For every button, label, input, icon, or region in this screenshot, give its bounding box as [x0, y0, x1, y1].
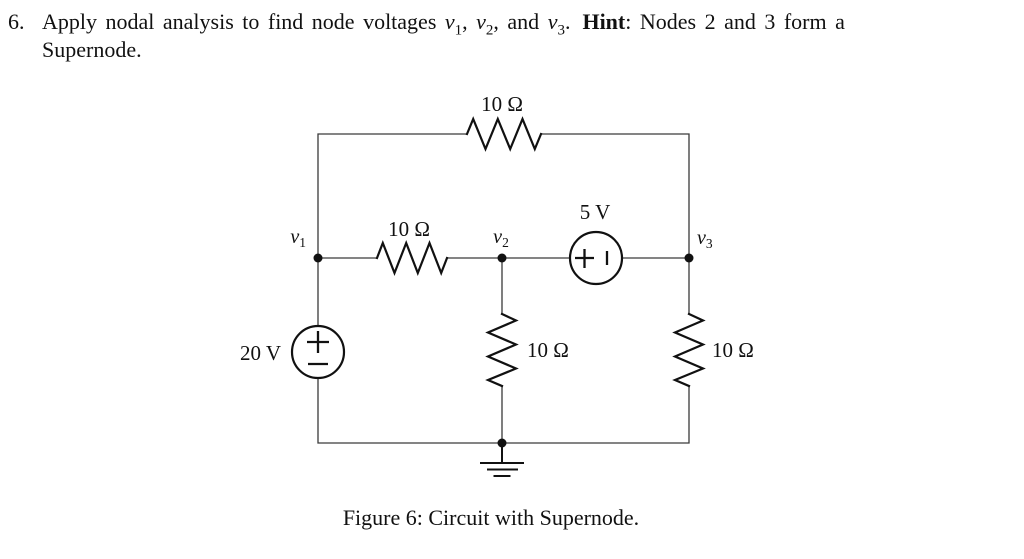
node-label-v3-var: v — [697, 227, 706, 249]
var-v3-sub: 3 — [557, 22, 565, 39]
hint-label: Hint — [582, 9, 626, 34]
node-label-v1: v1 — [290, 226, 306, 250]
node-dot-ground — [497, 438, 507, 448]
resistor-center-vertical — [485, 312, 519, 388]
circuit-wires — [317, 133, 690, 444]
problem-line-1: Apply nodal analysis to find node voltag… — [42, 8, 845, 39]
node-label-v3: v3 — [697, 227, 713, 251]
node-label-v3-sub: 3 — [706, 236, 713, 251]
plus-icon — [575, 249, 594, 268]
problem-lead-text: Apply nodal analysis to find node voltag… — [42, 9, 445, 34]
node-label-v2-var: v — [493, 226, 502, 248]
source-20v-label: 20 V — [240, 341, 281, 365]
var-v2-sub: 2 — [485, 22, 494, 39]
var-v1: v — [444, 9, 455, 34]
resistor-right-vertical — [672, 312, 706, 388]
var-v3: v — [547, 9, 558, 34]
node-dot-v3 — [684, 253, 694, 263]
source-5v-label: 5 V — [580, 200, 611, 224]
voltage-source-5v — [568, 230, 624, 286]
node-label-v2-sub: 2 — [502, 235, 509, 250]
node-label-v2: v2 — [493, 226, 509, 250]
problem-line-2: Supernode. — [42, 37, 142, 62]
separator-23: , and — [493, 9, 548, 34]
separator-12: , — [462, 9, 477, 34]
plus-icon — [307, 331, 329, 353]
node-dot-v2 — [497, 253, 507, 263]
node-dot-v1 — [313, 253, 323, 263]
var-v2: v — [476, 9, 486, 34]
resistor-top — [465, 116, 543, 152]
problem-number: 6. — [8, 9, 25, 34]
resistor-mid-horizontal — [375, 239, 449, 277]
resistor-mid-label: 10 Ω — [388, 217, 430, 241]
var-v1-sub: 1 — [454, 22, 463, 39]
figure-caption: Figure 6: Circuit with Supernode. — [342, 505, 640, 530]
sentence-period: . — [564, 9, 571, 34]
node-label-v1-var: v — [290, 226, 299, 248]
ground-icon — [480, 444, 524, 477]
resistor-right-label: 10 Ω — [712, 338, 754, 362]
node-label-v1-sub: 1 — [299, 235, 306, 250]
resistor-top-label: 10 Ω — [481, 92, 523, 116]
resistor-center-label: 10 Ω — [527, 338, 569, 362]
hint-text: : Nodes 2 and 3 form a — [625, 9, 845, 34]
